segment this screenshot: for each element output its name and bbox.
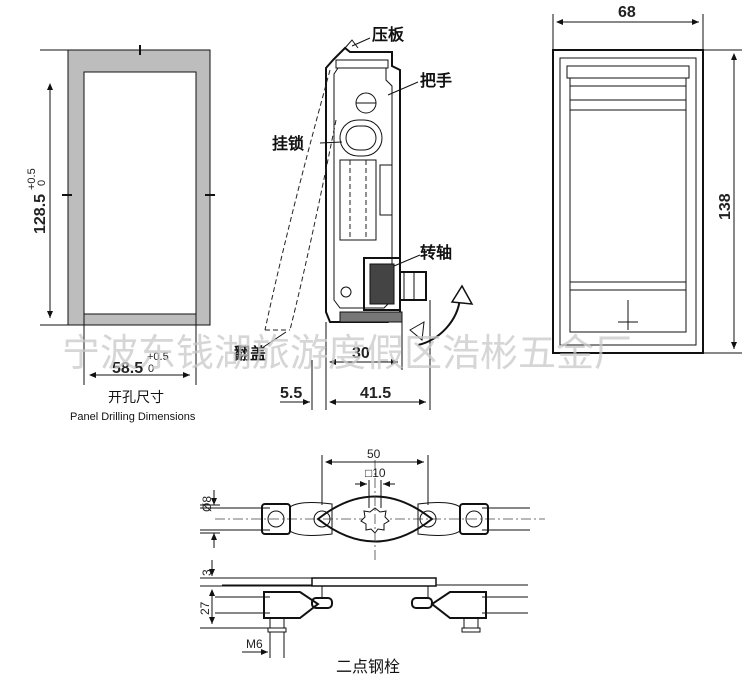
drill-width-tol-upper: +0.5 (147, 351, 169, 363)
watermark: 宁波东钱湖旅游度假区浩彬五金厂 (62, 331, 632, 375)
bolt-dim-50: 50 (367, 447, 381, 461)
panel-drilling-view (40, 45, 215, 385)
bolt-top-view (200, 455, 545, 560)
section-dim-5-5: 5.5 (280, 385, 302, 402)
drill-height-tol-lower: 0 (36, 180, 48, 186)
bolt-caption-cn: 二点钢栓 (336, 657, 400, 676)
section-view (261, 37, 474, 410)
front-height-value: 138 (717, 193, 734, 220)
label-lock: 挂锁 (272, 134, 304, 153)
drill-width-tol-lower: 0 (148, 363, 154, 375)
drill-height-value: 128.5 (32, 194, 49, 234)
bolt-dim-27: 27 (198, 601, 212, 615)
drill-caption-en: Panel Drilling Dimensions (70, 411, 196, 423)
bolt-dim-3: 3 (200, 569, 214, 576)
label-flip-cover: 翻盖 (234, 344, 266, 363)
section-dim-41-5: 41.5 (360, 385, 391, 402)
bolt-dim-10: □10 (365, 466, 386, 480)
front-width-value: 68 (618, 4, 636, 21)
drill-width-value: 58.5 (112, 360, 143, 377)
drill-caption-cn: 开孔尺寸 (108, 390, 164, 406)
drill-height-tol-upper: +0.5 (26, 168, 38, 190)
label-shaft: 转轴 (420, 243, 452, 262)
bolt-dim-d8: Ø8 (200, 496, 214, 512)
label-pressplate: 压板 (372, 25, 405, 44)
bolt-dim-m6: M6 (246, 637, 263, 651)
bolt-side-view (200, 560, 528, 658)
section-dim-30: 30 (352, 345, 370, 362)
front-view (552, 14, 742, 354)
label-handle: 把手 (420, 71, 452, 90)
